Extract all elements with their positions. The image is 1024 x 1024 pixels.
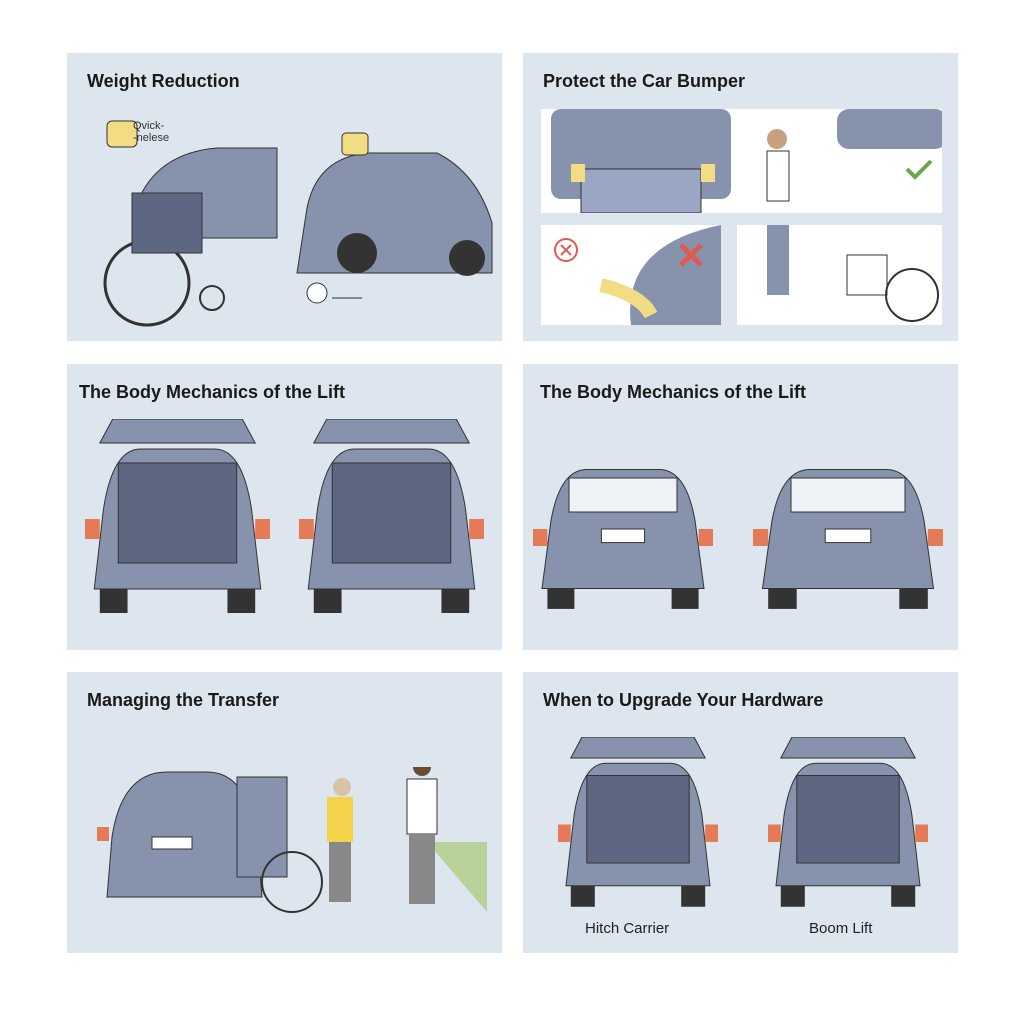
- suv-rear-open-illustration: [85, 419, 270, 613]
- bumper-pad-scene: [541, 109, 741, 213]
- panel-title: Weight Reduction: [87, 71, 240, 91]
- panel-body-mechanics-1: The Body Mechanics of the Lift: [67, 364, 502, 650]
- note-line: -nelese: [133, 132, 170, 144]
- lift-away-scene: [737, 109, 942, 213]
- suv-rear-loading-illustration: [299, 419, 484, 613]
- panel-title: When to Upgrade Your Hardware: [543, 690, 824, 710]
- wrong-pad-scene: [541, 225, 721, 325]
- panel-title: Managing the Transfer: [87, 690, 280, 710]
- boom-lift-illustration: [768, 737, 928, 907]
- panel-protect-bumper: Protect the Car Bumper: [523, 53, 958, 341]
- panel-title: The Body Mechanics of the Lift: [540, 382, 807, 402]
- panel-body-mechanics-2: The Body Mechanics of the Lift: [523, 364, 958, 650]
- panel-title: The Body Mechanics of the Lift: [79, 382, 346, 402]
- hitch-carrier-illustration: [558, 737, 718, 907]
- transfer-illustration: [97, 767, 487, 913]
- wheelchair-ground-scene: [737, 225, 942, 325]
- sedan-rear-illustration: [533, 469, 713, 609]
- panel-upgrade-hardware: When to Upgrade Your Hardware Hitch Carr…: [523, 672, 958, 953]
- panel-title: Protect the Car Bumper: [543, 71, 746, 91]
- panel-managing-transfer: Managing the Transfer: [67, 672, 502, 953]
- caption-boom-lift: Boom Lift: [809, 920, 873, 937]
- quick-release-note: Qvick- -nelese: [133, 120, 169, 144]
- wheelchair-car-illustration: [103, 120, 493, 327]
- sedan-rear-rack-illustration: [753, 469, 943, 609]
- panel-weight-reduction: Weight Reduction Qvick- -nelese: [67, 53, 502, 341]
- note-line: Qvick-: [133, 120, 165, 132]
- caption-hitch-carrier: Hitch Carrier: [585, 920, 670, 937]
